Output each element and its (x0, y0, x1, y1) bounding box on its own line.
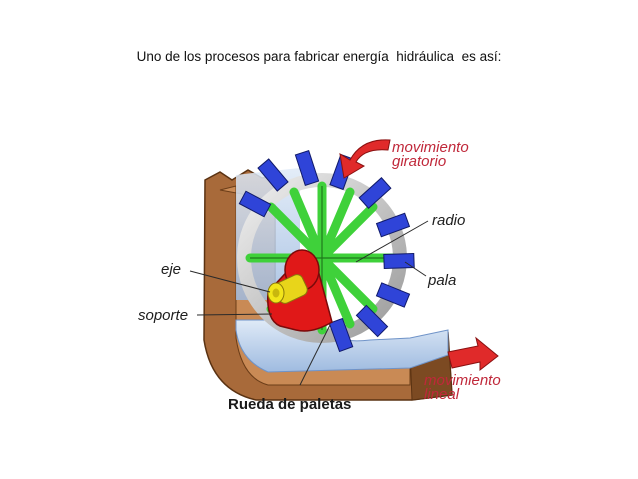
label-paddle: pala (427, 272, 456, 289)
label-linear-motion-line2: lineal (424, 386, 460, 403)
label-rotary-motion-line2: giratorio (392, 153, 446, 170)
leader-lines (189, 220, 429, 386)
label-axle: eje (161, 261, 181, 278)
label-support: soporte (138, 307, 188, 324)
label-spoke: radio (432, 212, 465, 229)
linear-motion-arrow (447, 336, 499, 372)
label-linear-motion-line1: movimiento (424, 372, 501, 389)
label-rotary-motion-line1: movimiento (392, 139, 469, 156)
diagram-caption: Rueda de paletas (228, 396, 351, 413)
slide-title: Uno de los procesos para fabricar energí… (136, 49, 502, 64)
axle (267, 274, 308, 304)
rotary-motion-arrow (339, 139, 391, 179)
